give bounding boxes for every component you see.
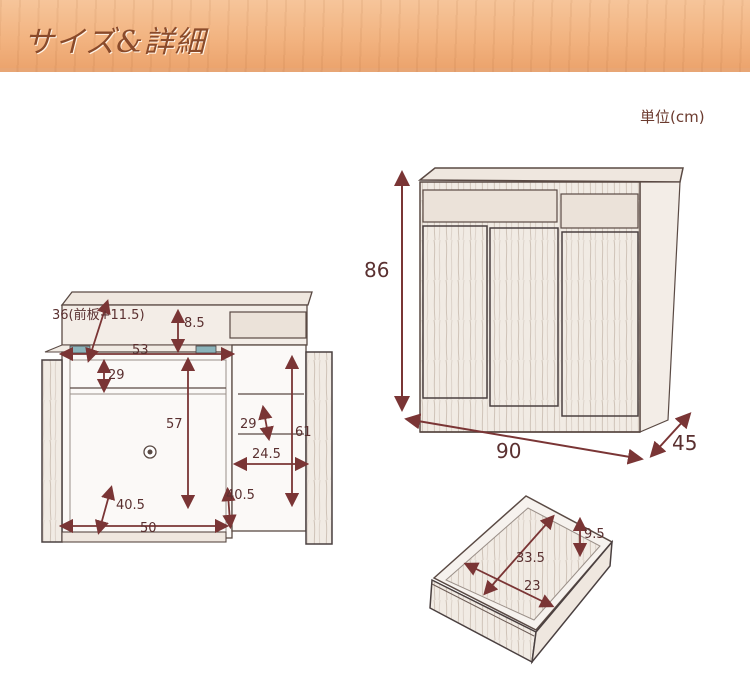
- closed-cabinet: [417, 167, 684, 433]
- top-depth-label: 36(前板+11.5): [52, 308, 145, 323]
- unit-label: 単位(cm): [640, 108, 705, 126]
- shelf-height-label: 29: [108, 368, 125, 383]
- title-banner: サイズ&詳細: [0, 0, 750, 72]
- drawer-gap-label: 8.5: [184, 316, 205, 331]
- width-label: 90: [496, 439, 522, 463]
- drawer-width-label: 23: [524, 579, 541, 594]
- inner-height-label: 57: [166, 417, 183, 432]
- inner-width-top-label: 53: [132, 343, 149, 358]
- side-width-label: 24.5: [252, 447, 281, 462]
- drawer-height-label: 9.5: [584, 527, 605, 542]
- depth-label: 45: [672, 431, 698, 455]
- side-shelf-height-label: 29: [240, 417, 257, 432]
- side-height-label: 61: [295, 425, 312, 440]
- drawer-depth-label: 33.5: [516, 551, 545, 566]
- page-title: サイズ&詳細: [24, 25, 206, 60]
- drawer-illustration: [429, 495, 614, 665]
- left-depth-label: 40.5: [116, 498, 145, 513]
- bottom-width-label: 50: [140, 521, 157, 536]
- side-depth-label: 40.5: [226, 488, 255, 503]
- height-label: 86: [364, 258, 390, 282]
- wood-grain-texture: [0, 0, 750, 72]
